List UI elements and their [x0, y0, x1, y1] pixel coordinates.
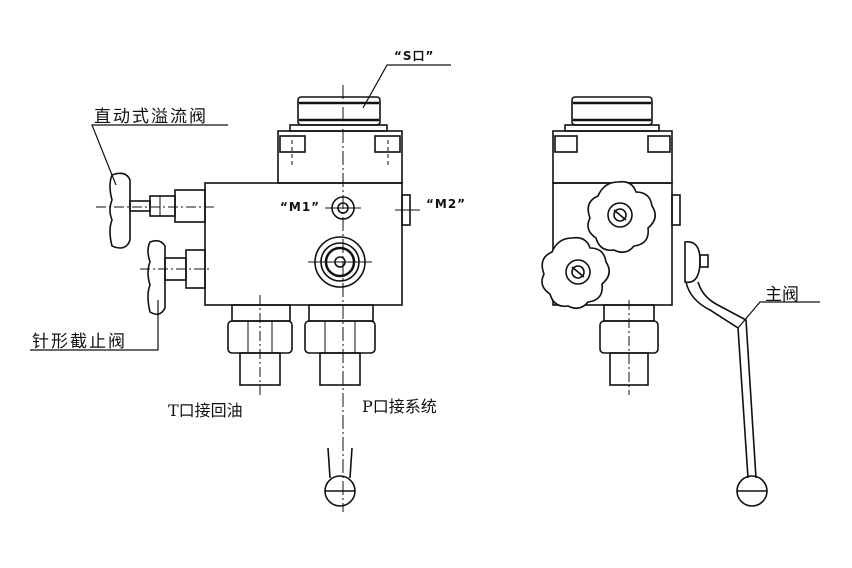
m2-label: “M2”: [426, 197, 467, 211]
t-port-label: T口接回油: [168, 401, 243, 420]
needle-valve-label: 针形截止阀: [32, 332, 127, 352]
p-port-label: P口接系统: [362, 397, 437, 416]
front-view: [96, 85, 420, 512]
relief-valve-label: 直动式溢流阀: [94, 107, 208, 127]
main-valve-label: 主阀: [765, 285, 799, 305]
s-port-label: “S口”: [394, 49, 435, 63]
m1-label: “M1”: [280, 200, 321, 214]
leader-lines: [30, 64, 820, 351]
side-view: [541, 96, 768, 507]
